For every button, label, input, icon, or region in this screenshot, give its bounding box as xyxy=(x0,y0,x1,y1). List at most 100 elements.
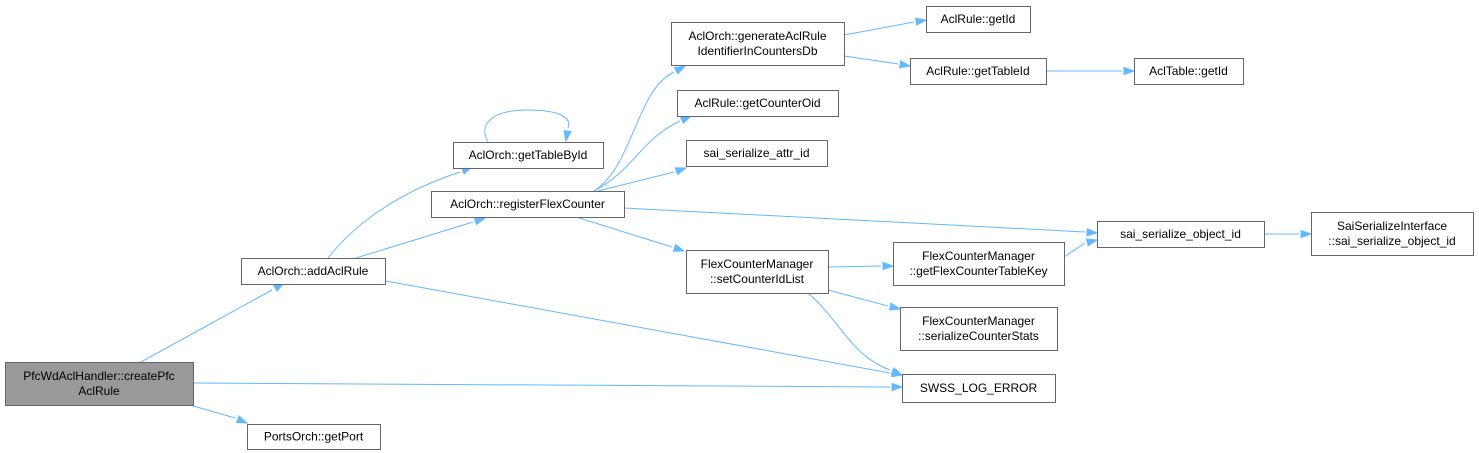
edge-getFlexCounterTableKey-to-sai_serialize_object_id xyxy=(1063,238,1099,258)
edge-generateAclRule-to-ruleGetId xyxy=(843,17,928,36)
edge-addAclRule-to-registerFlexCounter xyxy=(355,217,487,259)
node-box xyxy=(671,22,845,66)
arrowhead-icon xyxy=(891,382,904,392)
node-label: AclRule xyxy=(78,384,120,398)
arrowhead-icon xyxy=(674,167,688,176)
node-addAclRule[interactable]: AclOrch::addAclRule xyxy=(241,258,386,285)
arrowhead-icon xyxy=(1086,227,1099,237)
edge-line xyxy=(189,404,236,419)
edge-line xyxy=(807,292,891,371)
node-label: FlexCounterManager xyxy=(922,249,1035,263)
node-label: AclOrch::generateAclRule xyxy=(688,29,826,43)
node-label: PortsOrch::getPort xyxy=(264,430,364,444)
node-label: AclRule::getTableId xyxy=(926,64,1029,78)
node-label: ::getFlexCounterTableKey xyxy=(909,264,1047,278)
edge-line xyxy=(327,171,461,259)
node-box xyxy=(900,307,1058,351)
node-label: IdentifierInCountersDb xyxy=(697,44,817,58)
node-swss_log_error[interactable]: SWSS_LOG_ERROR xyxy=(902,374,1056,403)
edge-registerFlexCounter-to-sai_serialize_object_id xyxy=(623,207,1099,237)
node-getCounterOid[interactable]: AclRule::getCounterOid xyxy=(677,90,839,117)
node-box xyxy=(926,6,1031,33)
node-label: AclRule::getId xyxy=(941,12,1016,26)
node-getFlexCounterTableKey[interactable]: FlexCounterManager::getFlexCounterTableK… xyxy=(893,242,1065,286)
edge-line xyxy=(597,171,675,192)
edge-registerFlexCounter-to-setCounterIdList xyxy=(575,216,686,252)
node-label: PfcWdAclHandler::createPfc xyxy=(23,369,174,383)
arrowhead-icon xyxy=(563,129,572,143)
edge-setCounterIdList-to-swss_log_error xyxy=(807,292,904,376)
edge-setCounterIdList-to-getFlexCounterTableKey xyxy=(827,261,895,271)
edge-line xyxy=(843,21,915,36)
edge-root-to-getPort xyxy=(189,404,249,424)
node-label: FlexCounterManager xyxy=(922,314,1035,328)
node-box xyxy=(686,140,828,167)
node-label: AclOrch::registerFlexCounter xyxy=(450,197,605,211)
node-label: sai_serialize_object_id xyxy=(1120,227,1241,241)
edge-line xyxy=(623,207,1086,233)
node-serializeCounterStats[interactable]: FlexCounterManager::serializeCounterStat… xyxy=(900,307,1058,351)
node-label: sai_serialize_attr_id xyxy=(703,146,809,160)
node-setCounterIdList[interactable]: FlexCounterManager::setCounterIdList xyxy=(686,250,829,294)
edge-addAclRule-to-swss_log_error xyxy=(385,280,904,378)
edge-line xyxy=(140,289,273,363)
edge-line xyxy=(484,109,570,143)
arrowhead-icon xyxy=(1085,238,1099,247)
edge-line xyxy=(843,55,899,65)
node-ruleGetId[interactable]: AclRule::getId xyxy=(926,6,1031,33)
node-box xyxy=(910,58,1047,85)
arrowhead-icon xyxy=(679,115,693,125)
node-getPort[interactable]: PortsOrch::getPort xyxy=(247,424,381,450)
node-box xyxy=(453,142,604,169)
node-box xyxy=(686,250,829,294)
node-label: ::serializeCounterStats xyxy=(918,329,1039,343)
arrowhead-icon xyxy=(888,302,902,311)
arrowhead-icon xyxy=(882,261,895,271)
node-label: ::sai_serialize_object_id xyxy=(1328,234,1455,248)
node-getTableById[interactable]: AclOrch::getTableById xyxy=(453,142,604,169)
node-label: AclOrch::addAclRule xyxy=(258,264,369,278)
node-box xyxy=(902,374,1056,403)
edge-root-to-swss_log_error xyxy=(192,382,904,392)
edge-line xyxy=(385,280,891,374)
edge-line xyxy=(827,265,882,268)
node-sai_serialize_attr_id[interactable]: sai_serialize_attr_id xyxy=(686,140,828,167)
edge-getTableById-to-getTableById xyxy=(484,109,572,143)
node-label: AclOrch::getTableById xyxy=(469,148,588,162)
node-sai_serialize_object_id[interactable]: sai_serialize_object_id xyxy=(1097,221,1265,248)
edge-registerFlexCounter-to-generateAclRule xyxy=(593,65,687,192)
node-box xyxy=(1311,212,1474,256)
arrowhead-icon xyxy=(1123,66,1136,76)
edge-registerFlexCounter-to-sai_serialize_attr_id xyxy=(597,167,688,192)
node-saiSerializeInterface[interactable]: SaiSerializeInterface::sai_serialize_obj… xyxy=(1311,212,1474,256)
node-label: SWSS_LOG_ERROR xyxy=(920,381,1038,395)
arrowhead-icon xyxy=(473,217,487,226)
edge-setCounterIdList-to-serializeCounterStats xyxy=(827,289,902,311)
node-label: SaiSerializeInterface xyxy=(1337,219,1447,233)
node-box xyxy=(893,242,1065,286)
edge-line xyxy=(192,382,891,388)
edge-line xyxy=(593,120,681,192)
node-tableGetId[interactable]: AclTable::getId xyxy=(1134,58,1244,85)
arrowhead-icon xyxy=(235,415,249,424)
edge-line xyxy=(827,289,889,307)
node-generateAclRule[interactable]: AclOrch::generateAclRuleIdentifierInCoun… xyxy=(671,22,845,66)
node-registerFlexCounter[interactable]: AclOrch::registerFlexCounter xyxy=(431,191,625,218)
arrowhead-icon xyxy=(673,65,687,75)
node-box xyxy=(1134,58,1244,85)
node-box xyxy=(431,191,625,218)
node-label: AclRule::getCounterOid xyxy=(694,96,820,110)
node-label: FlexCounterManager xyxy=(701,257,814,271)
arrowhead-icon xyxy=(890,367,904,376)
node-getTableId[interactable]: AclRule::getTableId xyxy=(910,58,1047,85)
node-box xyxy=(5,362,194,406)
edge-line xyxy=(355,221,474,259)
node-box xyxy=(241,258,386,285)
edge-sai_serialize_object_id-to-saiSerializeInterface xyxy=(1264,229,1313,239)
edge-line xyxy=(1063,242,1086,258)
edge-line xyxy=(593,71,675,192)
node-label: ::setCounterIdList xyxy=(710,272,805,286)
